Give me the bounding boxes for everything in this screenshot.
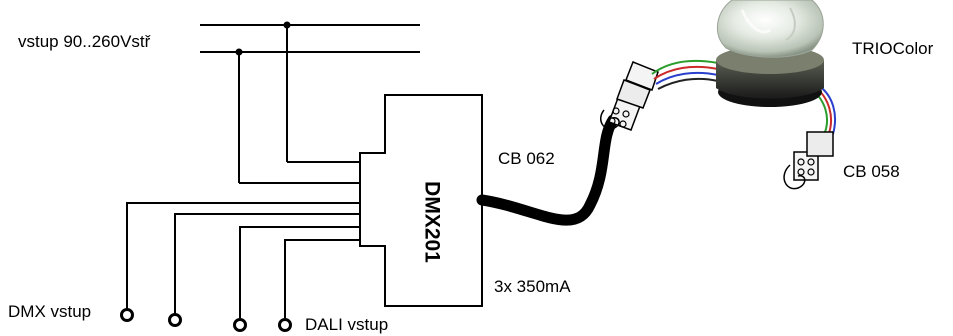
output-current-label: 3x 350mA (494, 277, 571, 296)
control-input-lines (126, 202, 360, 318)
mains-junction-dot (235, 48, 243, 56)
lamp-label: TRIOColor (852, 39, 934, 58)
cb058-connector (783, 131, 834, 190)
output-cable (476, 114, 619, 226)
mains-junction-dot (283, 21, 291, 29)
dmx201-unit (359, 94, 483, 307)
dali-terminal-1 (233, 318, 247, 332)
dmx-terminal-2 (168, 313, 182, 327)
dmx-terminal-1 (120, 308, 134, 322)
input-terminals (120, 308, 292, 332)
unit-name-label: DMX201 (420, 181, 444, 263)
lamp-connector-label: CB 058 (843, 162, 900, 181)
dali-input-label: DALI vstup (305, 315, 389, 334)
dmx-input-label: DMX vstup (8, 302, 92, 321)
cb062-connector (600, 61, 659, 131)
dali-terminal-2 (278, 318, 292, 332)
mains-input-label: vstup 90..260Vstř (18, 32, 151, 51)
output-connector-label: CB 062 (498, 149, 555, 168)
triocolor-lamp (716, 0, 824, 107)
